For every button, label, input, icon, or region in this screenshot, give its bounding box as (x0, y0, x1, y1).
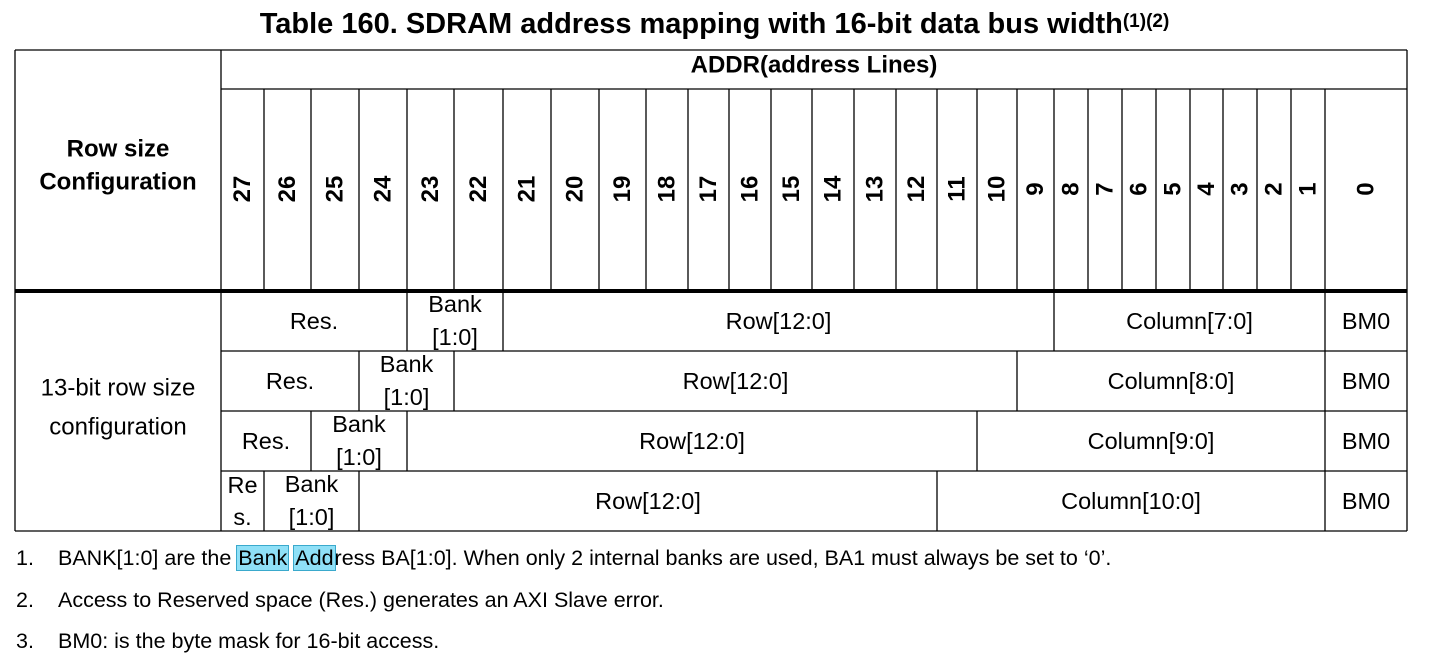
res-cell-line1: Re (227, 472, 257, 498)
row-group-label-line2: configuration (49, 414, 186, 441)
address-bit-label-24: 24 (370, 175, 397, 202)
address-bit-label-0: 0 (1353, 182, 1380, 195)
address-bit-label-1: 1 (1295, 182, 1322, 195)
address-bit-label-11: 11 (944, 176, 971, 201)
footnote-1-text-end: ress BA[1:0]. When only 2 internal banks… (334, 546, 1112, 570)
footnote-1: 1. BANK[1:0] are the Bank Address BA[1:0]… (16, 544, 1111, 572)
bank-cell-line1: Bank (380, 351, 434, 377)
highlight-bank: Bank (236, 545, 290, 571)
address-bit-label-5: 5 (1160, 182, 1187, 195)
row-address-cell: Row[12:0] (726, 308, 832, 334)
bank-cell-line1: Bank (428, 291, 482, 317)
address-bit-label-23: 23 (417, 176, 444, 203)
byte-mask-cell: BM0 (1342, 428, 1390, 454)
address-bit-label-7: 7 (1092, 182, 1119, 195)
bank-cell-line2: [1:0] (384, 384, 430, 410)
address-bit-label-13: 13 (862, 176, 889, 203)
byte-mask-cell: BM0 (1342, 308, 1390, 334)
address-lines-header: ADDR(address Lines) (691, 52, 938, 79)
footnote-3: 3. BM0: is the byte mask for 16-bit acces… (16, 627, 439, 655)
title-footnote-refs: (1)(2) (1122, 11, 1170, 32)
table-title: Table 160. SDRAM address mapping with 16… (0, 4, 1429, 48)
res-cell: Res. (266, 368, 314, 394)
bank-cell-line2: [1:0] (432, 324, 478, 350)
column-address-cell: Column[7:0] (1126, 308, 1253, 334)
footnote-1-text-start: BANK[1:0] are the (58, 546, 238, 570)
footnote-2: 2. Access to Reserved space (Res.) genera… (16, 586, 664, 614)
res-cell: Res. (290, 308, 338, 334)
address-bit-label-25: 25 (322, 176, 349, 203)
address-bit-label-21: 21 (514, 176, 541, 203)
row-size-header-line1: Row size (67, 136, 170, 163)
row-address-cell: Row[12:0] (683, 368, 789, 394)
bank-cell-line1: Bank (332, 411, 386, 437)
address-bit-label-17: 17 (695, 176, 722, 203)
bank-cell-line1: Bank (285, 471, 339, 497)
row-group-label-line1: 13-bit row size (41, 375, 196, 402)
address-bit-label-16: 16 (737, 176, 764, 203)
table-title-text: Table 160. SDRAM address mapping with 16… (259, 8, 1123, 40)
address-bit-label-9: 9 (1022, 182, 1049, 195)
address-bit-label-27: 27 (229, 176, 256, 203)
footnote-2-number: 2. (16, 588, 34, 612)
footnote-3-text: BM0: is the byte mask for 16-bit access. (58, 629, 440, 653)
column-address-cell: Column[8:0] (1108, 368, 1235, 394)
column-address-cell: Column[10:0] (1061, 488, 1201, 514)
address-bit-label-3: 3 (1227, 182, 1254, 195)
address-bit-label-20: 20 (562, 176, 589, 203)
res-cell: Res. (242, 428, 290, 454)
address-bit-label-4: 4 (1193, 182, 1220, 196)
address-bit-label-6: 6 (1126, 182, 1153, 195)
bank-cell-line2: [1:0] (289, 504, 335, 530)
address-bit-label-14: 14 (820, 175, 847, 202)
address-bit-label-26: 26 (274, 176, 301, 203)
address-bit-label-10: 10 (984, 176, 1011, 203)
res-cell-line2: s. (233, 504, 251, 530)
address-bit-label-22: 22 (465, 176, 492, 203)
address-bit-label-18: 18 (654, 176, 681, 203)
byte-mask-cell: BM0 (1342, 488, 1390, 514)
highlight-add: Add (293, 545, 336, 571)
row-address-cell: Row[12:0] (595, 488, 701, 514)
address-bit-label-15: 15 (778, 176, 805, 203)
address-bit-label-12: 12 (903, 176, 930, 203)
footnote-2-text: Access to Reserved space (Res.) generate… (58, 588, 664, 612)
address-bit-label-8: 8 (1058, 182, 1085, 195)
address-bit-label-2: 2 (1261, 182, 1288, 195)
address-bit-label-19: 19 (609, 176, 636, 203)
row-size-header-line2: Configuration (39, 169, 196, 196)
row-address-cell: Row[12:0] (639, 428, 745, 454)
footnote-3-number: 3. (16, 629, 34, 653)
bank-cell-line2: [1:0] (336, 444, 382, 470)
column-address-cell: Column[9:0] (1088, 428, 1215, 454)
table-grid (14, 49, 1408, 532)
byte-mask-cell: BM0 (1342, 368, 1390, 394)
footnote-1-number: 1. (16, 546, 34, 570)
